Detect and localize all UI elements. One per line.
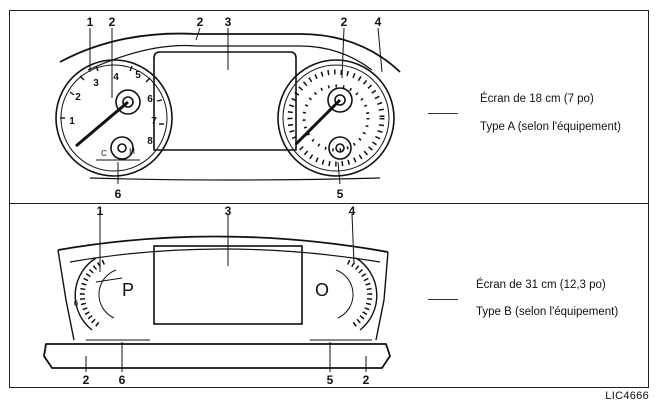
section-divider [9, 203, 649, 204]
fuel-c-label: C [101, 149, 107, 158]
callout-6: 6 [118, 373, 126, 387]
speedometer-gauge [277, 59, 395, 177]
figure-id: LIC4666 [605, 390, 649, 402]
callout-4: 4 [374, 15, 382, 29]
callout-2: 2 [82, 373, 90, 387]
callout-5: 5 [336, 187, 344, 201]
fuel-h-label: H [129, 147, 135, 156]
type-b-label: Type B (selon l'équipement) [476, 306, 619, 318]
callout-2: 2 [340, 15, 348, 29]
callout-3: 3 [224, 15, 232, 29]
dial-number: 5 [135, 70, 141, 81]
dial-number: 6 [73, 299, 79, 308]
callout-3: 3 [224, 204, 232, 218]
gear-indicator: P [121, 280, 134, 300]
type-a-label: Type A (selon l'équipement) [480, 121, 621, 133]
dial-number: 1 [69, 116, 75, 127]
type-b-screen-size: Écran de 31 cm (12,3 po) [476, 279, 606, 291]
callout-4: 4 [348, 204, 356, 218]
callout-1: 1 [86, 15, 94, 29]
callout-2: 2 [108, 15, 116, 29]
figure-frame [9, 10, 649, 388]
speed-indicator: O [314, 280, 329, 300]
caption-leader [428, 113, 458, 114]
callout-2: 2 [196, 15, 204, 29]
callout-2: 2 [362, 373, 370, 387]
dial-number: 4 [113, 72, 119, 83]
caption-leader [428, 299, 458, 300]
callout-6: 6 [114, 187, 122, 201]
dial-number: 6 [147, 94, 153, 105]
type-a-screen-size: Écran de 18 cm (7 po) [480, 93, 594, 105]
callout-1: 1 [96, 204, 104, 218]
type-b-cluster [43, 213, 391, 372]
callout-5: 5 [326, 373, 334, 387]
tachometer-gauge [55, 59, 173, 177]
dial-number: 7 [151, 116, 157, 127]
dial-number: 2 [75, 92, 81, 103]
type-a-cluster [55, 27, 401, 185]
dial-number: 3 [93, 78, 99, 89]
dial-number: 8 [147, 136, 153, 147]
